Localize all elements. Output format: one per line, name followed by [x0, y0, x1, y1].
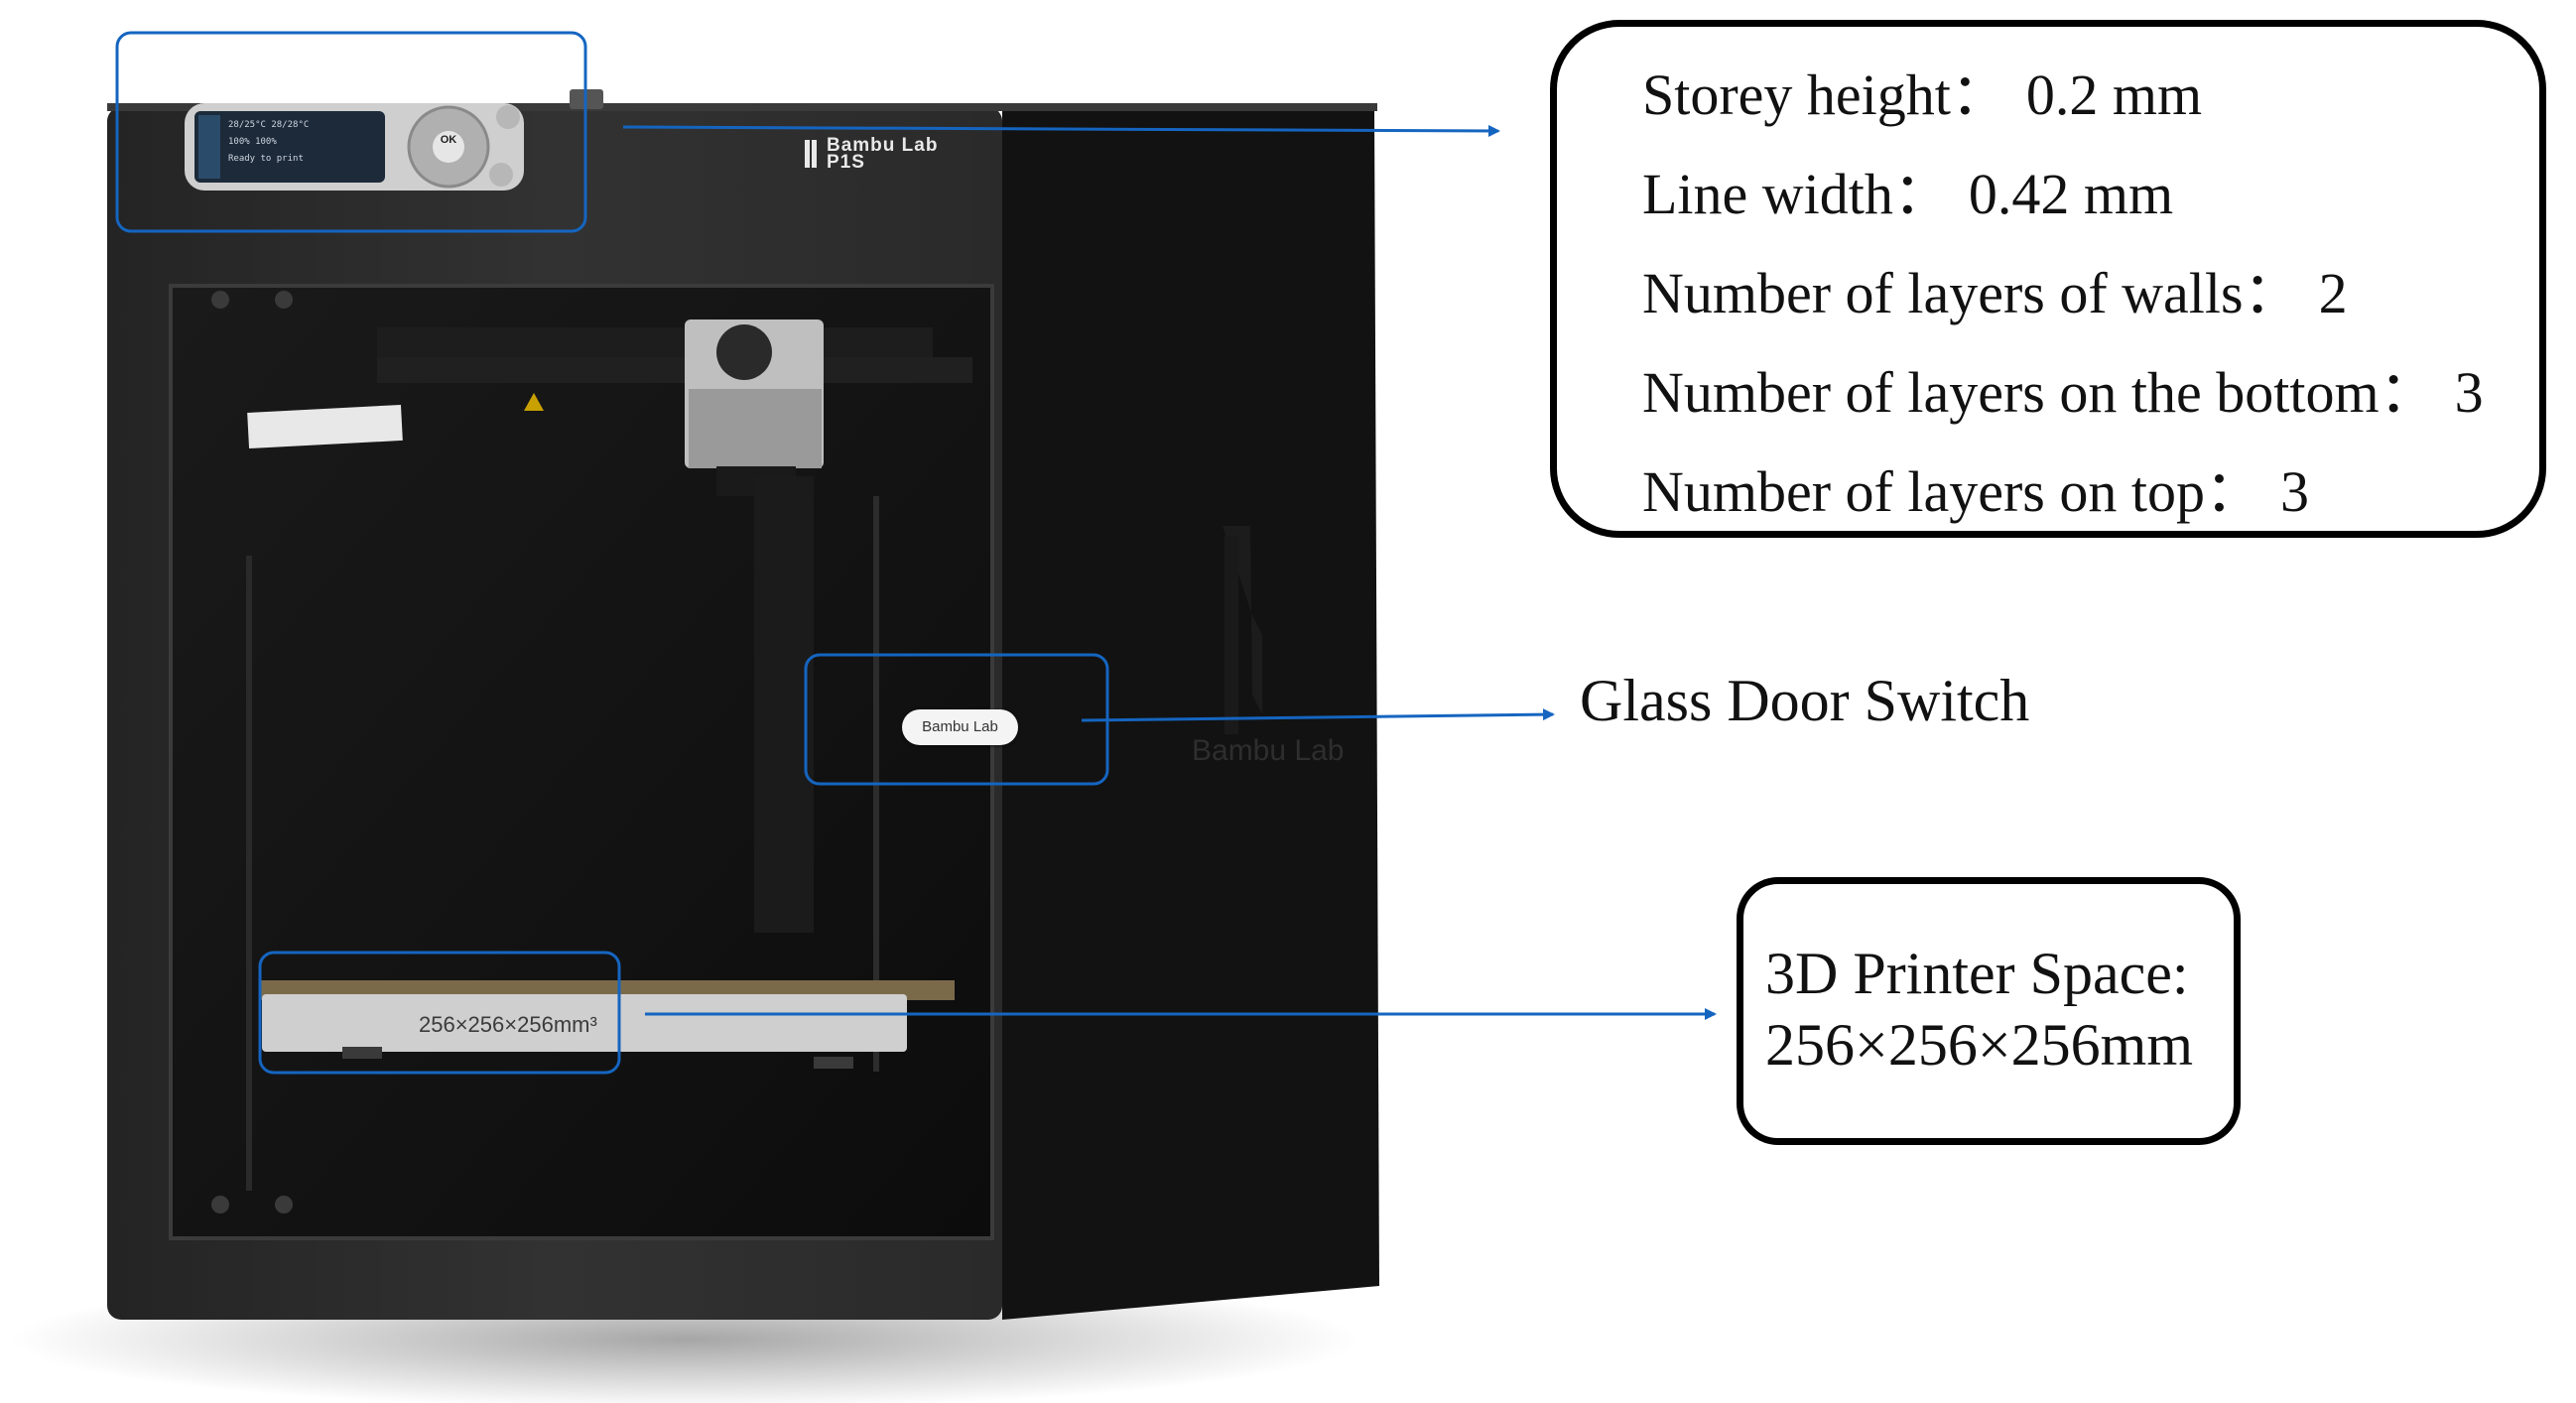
brand-mark-icon: [805, 140, 817, 168]
side-vent: [1223, 526, 1262, 714]
printer-space-title: 3D Printer Space:: [1765, 941, 2189, 1006]
screen-highlight-box: [115, 31, 587, 233]
printer-top-edge: [107, 103, 1377, 111]
door-switch-badge: Bambu Lab: [902, 709, 1018, 745]
printer-space-value: 256×256×256mm: [1765, 1012, 2194, 1078]
brand-name: Bambu Lab: [827, 135, 939, 156]
printer-side-panel: [1002, 107, 1379, 1320]
door-screw: [211, 1196, 229, 1213]
spec-separator: ：: [2379, 360, 2437, 425]
panel-button-bottom: [489, 163, 513, 187]
screen-sidebar: [198, 115, 220, 179]
control-screen: [194, 111, 385, 183]
warning-icon: [524, 393, 544, 411]
panel-button-top: [496, 105, 520, 129]
spec-value: 3: [2280, 459, 2309, 524]
z-column: [754, 476, 814, 933]
spec-value: 0.2 mm: [2025, 63, 2203, 127]
left-leadscrew: [246, 556, 252, 1191]
spec-label: Number of layers on the bottom: [1642, 360, 2380, 425]
spec-separator: ：: [1892, 162, 1951, 226]
side-logo: Bambu Lab: [1192, 734, 1345, 767]
spec-top-layers: Number of layers on top：3: [1642, 463, 2309, 521]
screen-text: 28/25°C 28/28°C 100% 100% Ready to print: [228, 117, 377, 168]
ok-button-label: OK: [440, 134, 457, 146]
fan-icon: [716, 324, 772, 380]
plate-dimensions-label: 256×256×256mm³: [419, 1012, 597, 1037]
ok-dial-center: [433, 131, 464, 163]
door-screw: [211, 291, 229, 309]
model-name: P1S: [827, 152, 865, 173]
screen-line: 100% 100%: [228, 137, 277, 147]
toolhead-front: [689, 389, 822, 468]
door-switch-label: Glass Door Switch: [1580, 668, 2030, 733]
label-sticker: [247, 404, 403, 449]
spec-bottom-layers: Number of layers on the bottom：3: [1642, 364, 2484, 422]
spec-line-width: Line width：0.42 mm: [1642, 166, 2173, 223]
arrow-icon: [1081, 708, 1555, 722]
side-vent-strip: [1224, 536, 1238, 734]
build-plate-front: [262, 994, 907, 1052]
spec-wall-layers: Number of layers of walls：2: [1642, 265, 2348, 322]
gantry-rail: [377, 327, 933, 361]
arrow-icon: [622, 124, 1500, 137]
spec-storey-height: Storey height： 0.2 mm: [1642, 66, 2202, 124]
door-screw: [275, 291, 293, 309]
printer-space-box: 3D Printer Space: 256×256×256mm: [1737, 877, 2241, 1145]
spec-label: Number of layers on top: [1642, 459, 2205, 524]
screen-line: 28/25°C 28/28°C: [228, 120, 310, 130]
brand-logo: Bambu Lab P1S: [805, 135, 939, 173]
screen-line: Ready to print: [228, 154, 304, 164]
spec-value: 0.42 mm: [1968, 162, 2174, 226]
spec-separator: ：: [1950, 63, 2008, 127]
spec-separator: ：: [2243, 261, 2301, 325]
spec-callout-box: Storey height：0.2 mm Line width：0.42 mm …: [1550, 20, 2546, 538]
build-plate-foot-left: [342, 1047, 382, 1059]
spec-label: Line width: [1642, 162, 1893, 226]
gantry-bar: [377, 357, 972, 383]
spec-label: Number of layers of walls: [1642, 261, 2244, 325]
spec-value: 3: [2454, 360, 2484, 425]
spec-label: Storey height: [1642, 63, 1951, 127]
spec-separator: ：: [2204, 459, 2262, 524]
spec-value: 2: [2318, 261, 2348, 325]
plate-highlight-box: [258, 951, 621, 1075]
build-plate-foot-right: [814, 1057, 853, 1069]
door-screw: [275, 1196, 293, 1213]
